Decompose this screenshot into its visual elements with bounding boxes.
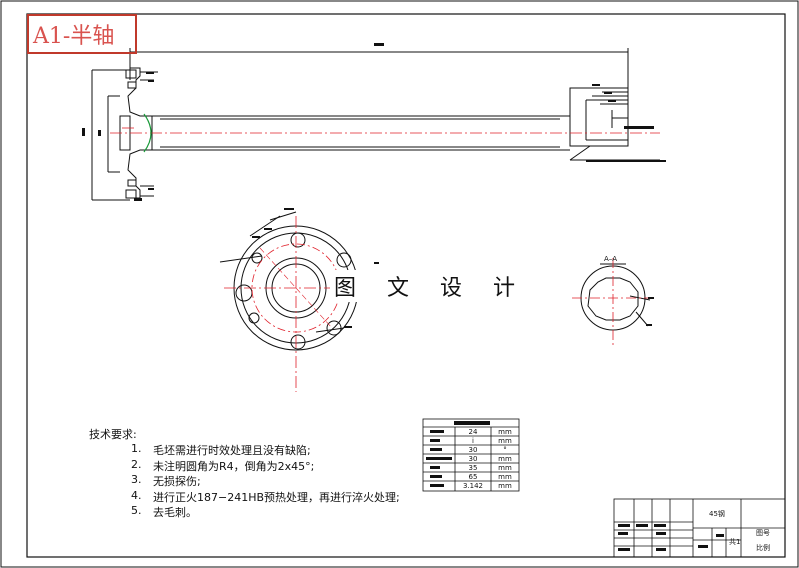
title-block-scale: 比例 <box>756 543 770 552</box>
requirement-text: 未注明圆角为R4，倒角为2x45°; <box>153 459 315 473</box>
title-block-cells <box>618 524 724 551</box>
inner-frame <box>26 13 786 558</box>
tech-requirements-heading: 技术要求: <box>89 428 137 441</box>
title-block-small: 共1 <box>729 537 740 546</box>
param-unit: mm <box>498 464 512 472</box>
param-value: 65 <box>469 473 478 481</box>
requirement-text: 进行正火187−241HB预热处理，再进行淬火处理; <box>153 490 400 504</box>
requirement-text: 毛坯需进行时效处理且没有缺陷; <box>153 444 311 457</box>
requirement-number: 3. <box>131 473 142 486</box>
section-label: A–A <box>604 255 617 263</box>
drawing-title: A1-半轴 <box>33 24 115 49</box>
param-unit: mm <box>498 455 512 463</box>
requirement-number: 4. <box>131 488 142 502</box>
requirement-text: 去毛刺。 <box>153 506 197 519</box>
param-table-label-cells <box>426 421 490 487</box>
shaft-view <box>91 48 660 201</box>
title-block-label: 图号 <box>756 529 770 537</box>
param-value: 24 <box>469 428 478 436</box>
param-unit: mm <box>498 437 512 445</box>
param-value: 35 <box>469 464 478 472</box>
param-value: 3.142 <box>463 482 483 490</box>
title-block <box>613 498 786 558</box>
requirement-number: 2. <box>131 457 142 471</box>
requirement-text: 无损探伤; <box>153 475 201 488</box>
fillet-arc <box>143 113 152 153</box>
watermark-text: 图 文 设 计 <box>330 270 531 302</box>
param-value: i <box>472 437 474 445</box>
param-unit: mm <box>498 428 512 436</box>
requirement-number: 5. <box>131 504 142 517</box>
title-block-material: 45钢 <box>709 509 725 518</box>
drawing-title-tag: A1-半轴 <box>27 14 137 54</box>
section-a-a <box>580 263 651 331</box>
param-unit: mm <box>498 473 512 481</box>
shaft-dimension-tags <box>82 43 666 201</box>
param-table-rows: 24 mm i mm 30 ° 30 mm 35 mm 65 mm 3.142 mm <box>463 428 512 490</box>
param-unit: ° <box>503 446 507 454</box>
flange-dimension-tags <box>252 208 379 328</box>
param-value: 30 <box>469 446 478 454</box>
param-value: 30 <box>469 455 478 463</box>
param-table <box>422 418 520 492</box>
param-unit: mm <box>498 482 512 490</box>
requirement-number: 1. <box>131 442 142 455</box>
section-dimension-tags <box>646 297 654 326</box>
